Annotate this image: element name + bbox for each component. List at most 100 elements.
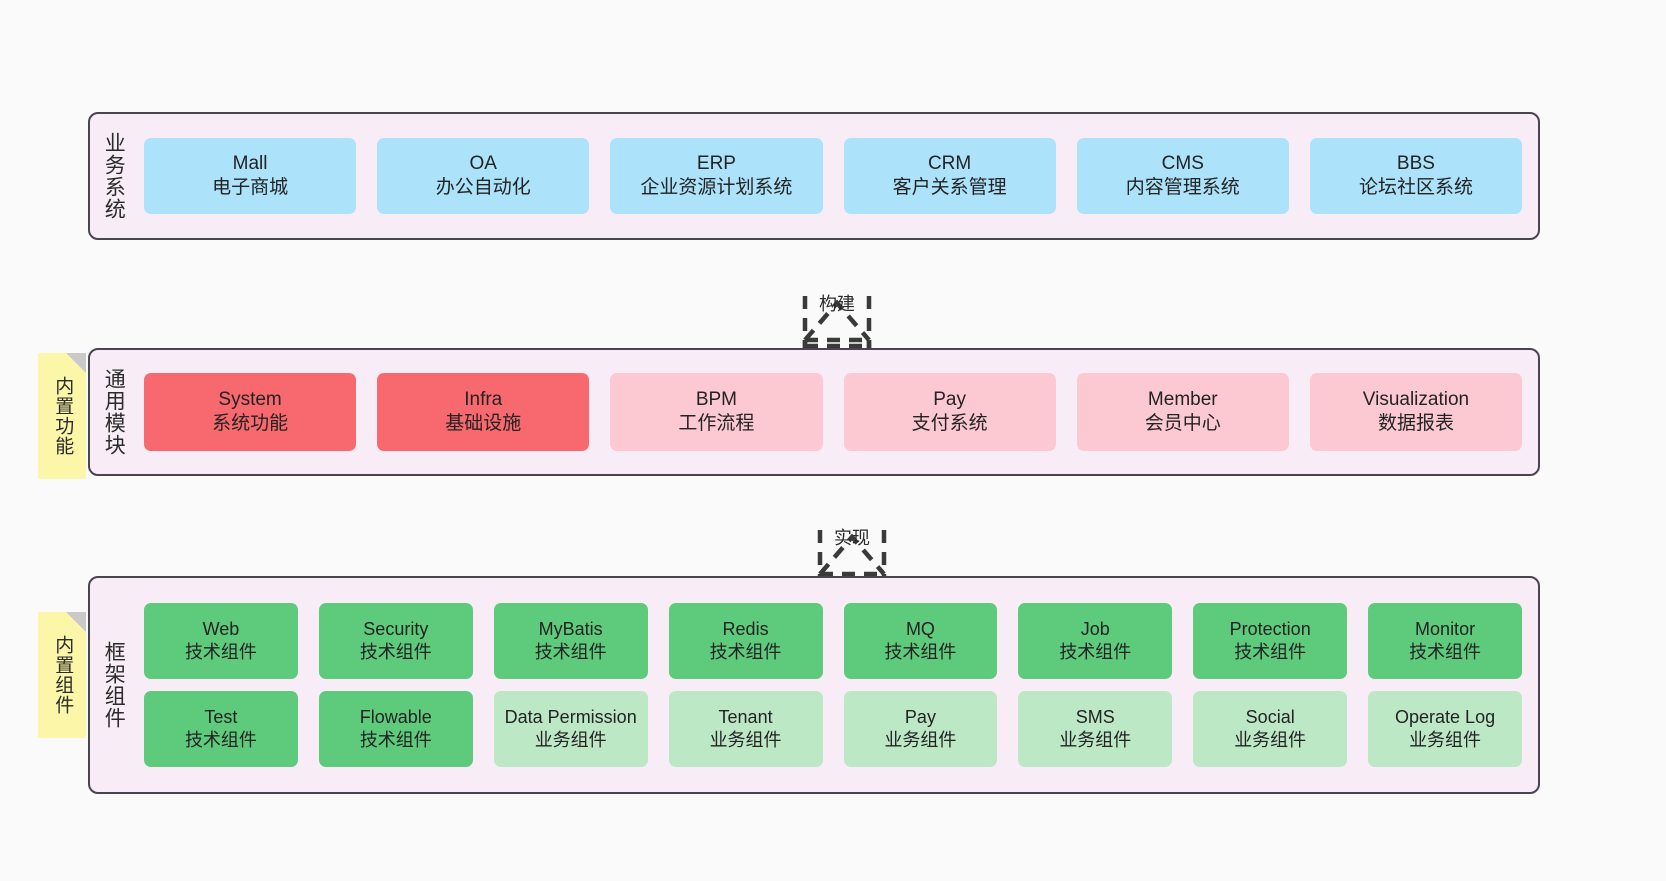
node-crm[interactable]: CRM 客户关系管理 <box>843 138 1056 214</box>
note-fold-corner-icon <box>66 353 86 373</box>
node-subtitle: 技术组件 <box>884 642 957 662</box>
node-title: Tenant <box>718 706 773 727</box>
layer-business-systems: 业务系统 Mall 电子商城 OA 办公自动化 ERP 企业资源计划系统 CRM… <box>88 112 1540 240</box>
node-title: Security <box>363 618 429 639</box>
connector-label: 构建 <box>819 294 855 314</box>
node-bbs[interactable]: BBS 论坛社区系统 <box>1309 138 1523 214</box>
node-title: Mall <box>232 152 268 174</box>
layer-title-business-systems: 业务系统 <box>102 132 126 220</box>
layer-row: Web 技术组件 Security 技术组件 MyBatis 技术组件 Redi… <box>144 603 1522 679</box>
node-title: Monitor <box>1415 618 1476 639</box>
node-subtitle: 企业资源计划系统 <box>640 177 793 198</box>
node-mq[interactable]: MQ 技术组件 <box>843 603 998 679</box>
node-sms[interactable]: SMS 业务组件 <box>1018 691 1173 767</box>
node-title: Pay <box>933 388 966 410</box>
node-subtitle: 论坛社区系统 <box>1358 177 1473 198</box>
node-subtitle: 技术组件 <box>184 730 257 750</box>
node-subtitle: 技术组件 <box>534 642 607 662</box>
node-subtitle: 会员中心 <box>1144 413 1221 434</box>
node-test[interactable]: Test 技术组件 <box>144 691 298 767</box>
node-title: Test <box>204 706 238 727</box>
node-subtitle: 工作流程 <box>678 413 755 434</box>
node-subtitle: 数据报表 <box>1377 413 1454 434</box>
node-subtitle: 办公自动化 <box>435 177 531 198</box>
node-flowable[interactable]: Flowable 技术组件 <box>318 691 473 767</box>
layer-row: Mall 电子商城 OA 办公自动化 ERP 企业资源计划系统 CRM 客户关系… <box>144 138 1523 214</box>
node-title: MQ <box>905 618 935 639</box>
node-title: Redis <box>722 618 769 639</box>
layer-body-framework-components: Web 技术组件 Security 技术组件 MyBatis 技术组件 Redi… <box>136 578 1538 792</box>
layer-common-modules: 通用模块 System 系统功能 Infra 基础设施 BPM 工作流程 Pay… <box>88 348 1540 476</box>
node-member[interactable]: Member 会员中心 <box>1076 373 1289 451</box>
node-subtitle: 内容管理系统 <box>1125 177 1240 198</box>
sticky-note-label: 内置组件 <box>52 635 74 715</box>
sticky-note-builtin-components: 内置组件 <box>38 612 86 738</box>
node-subtitle: 业务组件 <box>534 730 607 750</box>
node-cms[interactable]: CMS 内容管理系统 <box>1076 138 1289 214</box>
layer-body-common-modules: System 系统功能 Infra 基础设施 BPM 工作流程 Pay 支付系统… <box>136 350 1538 474</box>
node-system[interactable]: System 系统功能 <box>144 373 357 451</box>
node-subtitle: 技术组件 <box>359 642 432 662</box>
node-title: Social <box>1245 706 1295 727</box>
node-tenant[interactable]: Tenant 业务组件 <box>668 691 823 767</box>
node-subtitle: 技术组件 <box>184 642 257 662</box>
node-title: Job <box>1080 618 1110 639</box>
node-redis[interactable]: Redis 技术组件 <box>668 603 823 679</box>
connector-label: 实现 <box>834 528 870 548</box>
node-subtitle: 业务组件 <box>1409 730 1482 750</box>
layer-title-framework-components: 框架组件 <box>102 641 126 729</box>
node-visualization[interactable]: Visualization 数据报表 <box>1309 373 1523 451</box>
node-bpm[interactable]: BPM 工作流程 <box>610 373 823 451</box>
node-title: Pay <box>904 706 936 727</box>
node-subtitle: 业务组件 <box>1059 730 1132 750</box>
node-mybatis[interactable]: MyBatis 技术组件 <box>493 603 648 679</box>
node-title: Member <box>1147 388 1218 410</box>
sticky-note-builtin-features: 内置功能 <box>38 353 86 479</box>
connector-build-stem <box>757 296 917 348</box>
node-subtitle: 系统功能 <box>212 413 289 434</box>
node-mall[interactable]: Mall 电子商城 <box>144 138 357 214</box>
node-title: CRM <box>927 152 972 174</box>
node-title: BBS <box>1396 152 1435 174</box>
layer-title-common-modules: 通用模块 <box>102 368 126 456</box>
node-social[interactable]: Social 业务组件 <box>1193 691 1348 767</box>
node-operate-log[interactable]: Operate Log 业务组件 <box>1368 691 1522 767</box>
node-title: System <box>218 388 282 410</box>
node-pay[interactable]: Pay 支付系统 <box>843 373 1056 451</box>
layer-body-business-systems: Mall 电子商城 OA 办公自动化 ERP 企业资源计划系统 CRM 客户关系… <box>136 114 1538 238</box>
node-oa[interactable]: OA 办公自动化 <box>377 138 590 214</box>
node-title: CMS <box>1161 152 1204 174</box>
node-monitor[interactable]: Monitor 技术组件 <box>1368 603 1522 679</box>
node-job[interactable]: Job 技术组件 <box>1018 603 1173 679</box>
node-web[interactable]: Web 技术组件 <box>144 603 298 679</box>
connector-implement-stem <box>772 530 932 578</box>
node-subtitle: 业务组件 <box>884 730 957 750</box>
node-subtitle: 基础设施 <box>445 413 522 434</box>
layer-row: System 系统功能 Infra 基础设施 BPM 工作流程 Pay 支付系统… <box>144 373 1523 451</box>
sticky-note-label: 内置功能 <box>52 376 74 456</box>
node-subtitle: 技术组件 <box>1234 642 1307 662</box>
node-pay-component[interactable]: Pay 业务组件 <box>843 691 998 767</box>
node-subtitle: 技术组件 <box>359 730 432 750</box>
node-title: BPM <box>695 388 738 410</box>
node-data-permission[interactable]: Data Permission 业务组件 <box>493 691 648 767</box>
node-subtitle: 业务组件 <box>709 730 782 750</box>
node-title: Data Permission <box>504 706 637 727</box>
node-title: MyBatis <box>538 618 603 639</box>
node-subtitle: 技术组件 <box>1059 642 1132 662</box>
node-erp[interactable]: ERP 企业资源计划系统 <box>610 138 823 214</box>
node-subtitle: 支付系统 <box>911 413 988 434</box>
node-title: ERP <box>696 152 736 174</box>
node-subtitle: 客户关系管理 <box>892 177 1007 198</box>
node-security[interactable]: Security 技术组件 <box>318 603 473 679</box>
note-fold-corner-icon <box>66 612 86 632</box>
node-title: Flowable <box>359 706 432 727</box>
node-title: Protection <box>1229 618 1311 639</box>
node-title: SMS <box>1075 706 1115 727</box>
node-title: OA <box>469 152 497 174</box>
node-infra[interactable]: Infra 基础设施 <box>377 373 590 451</box>
node-protection[interactable]: Protection 技术组件 <box>1193 603 1348 679</box>
node-subtitle: 技术组件 <box>1409 642 1482 662</box>
layer-framework-components: 框架组件 Web 技术组件 Security 技术组件 MyBatis 技术组件… <box>88 576 1540 794</box>
